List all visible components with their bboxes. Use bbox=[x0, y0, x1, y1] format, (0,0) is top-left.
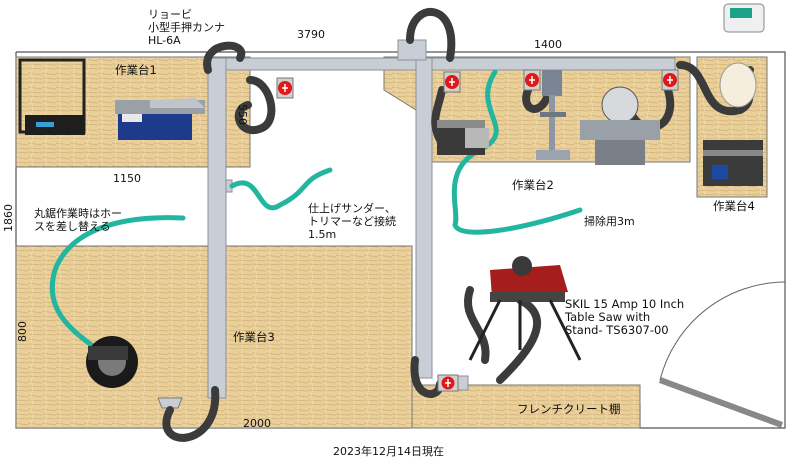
dim-bench1-depth: 550 bbox=[236, 104, 249, 125]
french-cleat-shelf bbox=[411, 384, 641, 429]
door bbox=[658, 377, 784, 428]
dim-right-width: 1400 bbox=[534, 38, 562, 51]
sander-annotation: 仕上げサンダー、 トリマーなど接続 1.5m bbox=[308, 202, 396, 241]
dim-bench3-depth: 800 bbox=[16, 321, 29, 342]
bench2-label: 作業台2 bbox=[512, 178, 554, 192]
bench4-label: 作業台4 bbox=[713, 199, 755, 213]
dim-top-width: 3790 bbox=[297, 28, 325, 41]
dim-bottom-width: 2000 bbox=[243, 417, 271, 430]
planer-annotation: リョービ 小型手押カンナ HL-6A bbox=[148, 8, 225, 47]
scroll-saw bbox=[703, 140, 763, 186]
green-hoses bbox=[49, 69, 583, 363]
drill-press bbox=[536, 70, 570, 160]
cleaning-hose-annotation: 掃除用3m bbox=[584, 215, 635, 228]
french-cleat-label: フレンチクリート棚 bbox=[517, 402, 621, 416]
dim-room-depth: 1860 bbox=[2, 204, 15, 232]
miter-saw bbox=[580, 86, 660, 165]
gate-valves bbox=[276, 69, 679, 392]
date-caption: 2023年12月14日現在 bbox=[333, 445, 444, 458]
table-saw bbox=[468, 256, 582, 361]
planer-machine bbox=[115, 98, 205, 140]
dust-collector bbox=[719, 3, 765, 108]
dim-bench1-width: 1150 bbox=[113, 172, 141, 185]
3d-printer bbox=[18, 58, 86, 135]
belt-sander bbox=[437, 120, 489, 155]
bench3-label: 作業台3 bbox=[233, 330, 275, 344]
circular-saw-annotation: 丸鋸作業時はホー スを差し替える bbox=[34, 207, 122, 233]
floor-hood bbox=[157, 397, 183, 409]
circular-saw bbox=[86, 336, 138, 388]
table-saw-annotation: SKIL 15 Amp 10 Inch Table Saw with Stand… bbox=[565, 297, 685, 337]
door-swing bbox=[659, 281, 786, 381]
bench1-label: 作業台1 bbox=[115, 63, 157, 77]
